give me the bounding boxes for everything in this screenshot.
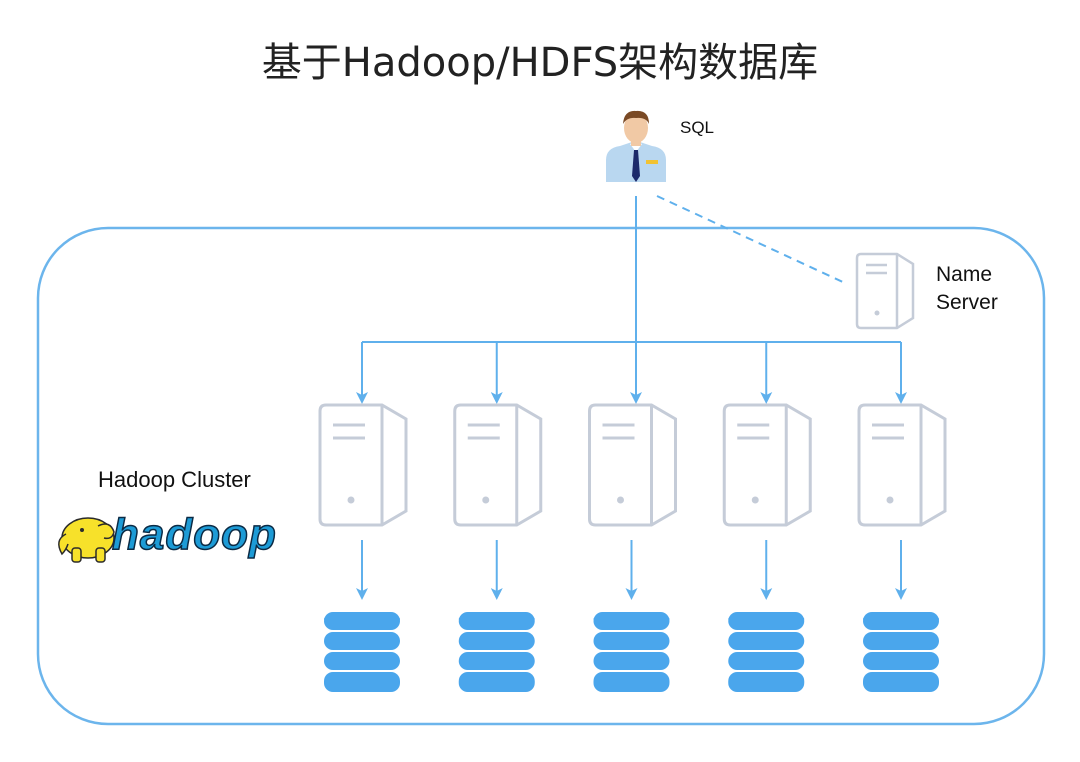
data-server-icon [588,403,677,527]
name-server-link [656,195,846,284]
cluster-frame [36,226,1046,726]
data-server-icon [453,403,543,527]
name-server-label: Name Server [936,261,998,317]
name-server-label-line2: Server [936,291,998,314]
user-icon [606,110,666,182]
hadoop-cluster-label: Hadoop Cluster [98,467,251,492]
database-icon [728,612,805,692]
sql-label: SQL [680,118,715,137]
database-icon [458,612,535,692]
diagram-title: 基于Hadoop/HDFS架构数据库 [261,40,819,86]
data-server-icon [857,403,947,527]
database-icon [863,612,939,692]
hadoop-elephant-logo [58,517,115,563]
name-server-icon [855,252,915,330]
database-icon [324,612,400,692]
name-server-label-line1: Name [936,263,993,286]
hadoop-logo-text: hadoop [111,509,277,560]
data-server-icon [318,403,408,527]
database-icon [593,612,670,692]
data-server-icon [722,403,812,527]
